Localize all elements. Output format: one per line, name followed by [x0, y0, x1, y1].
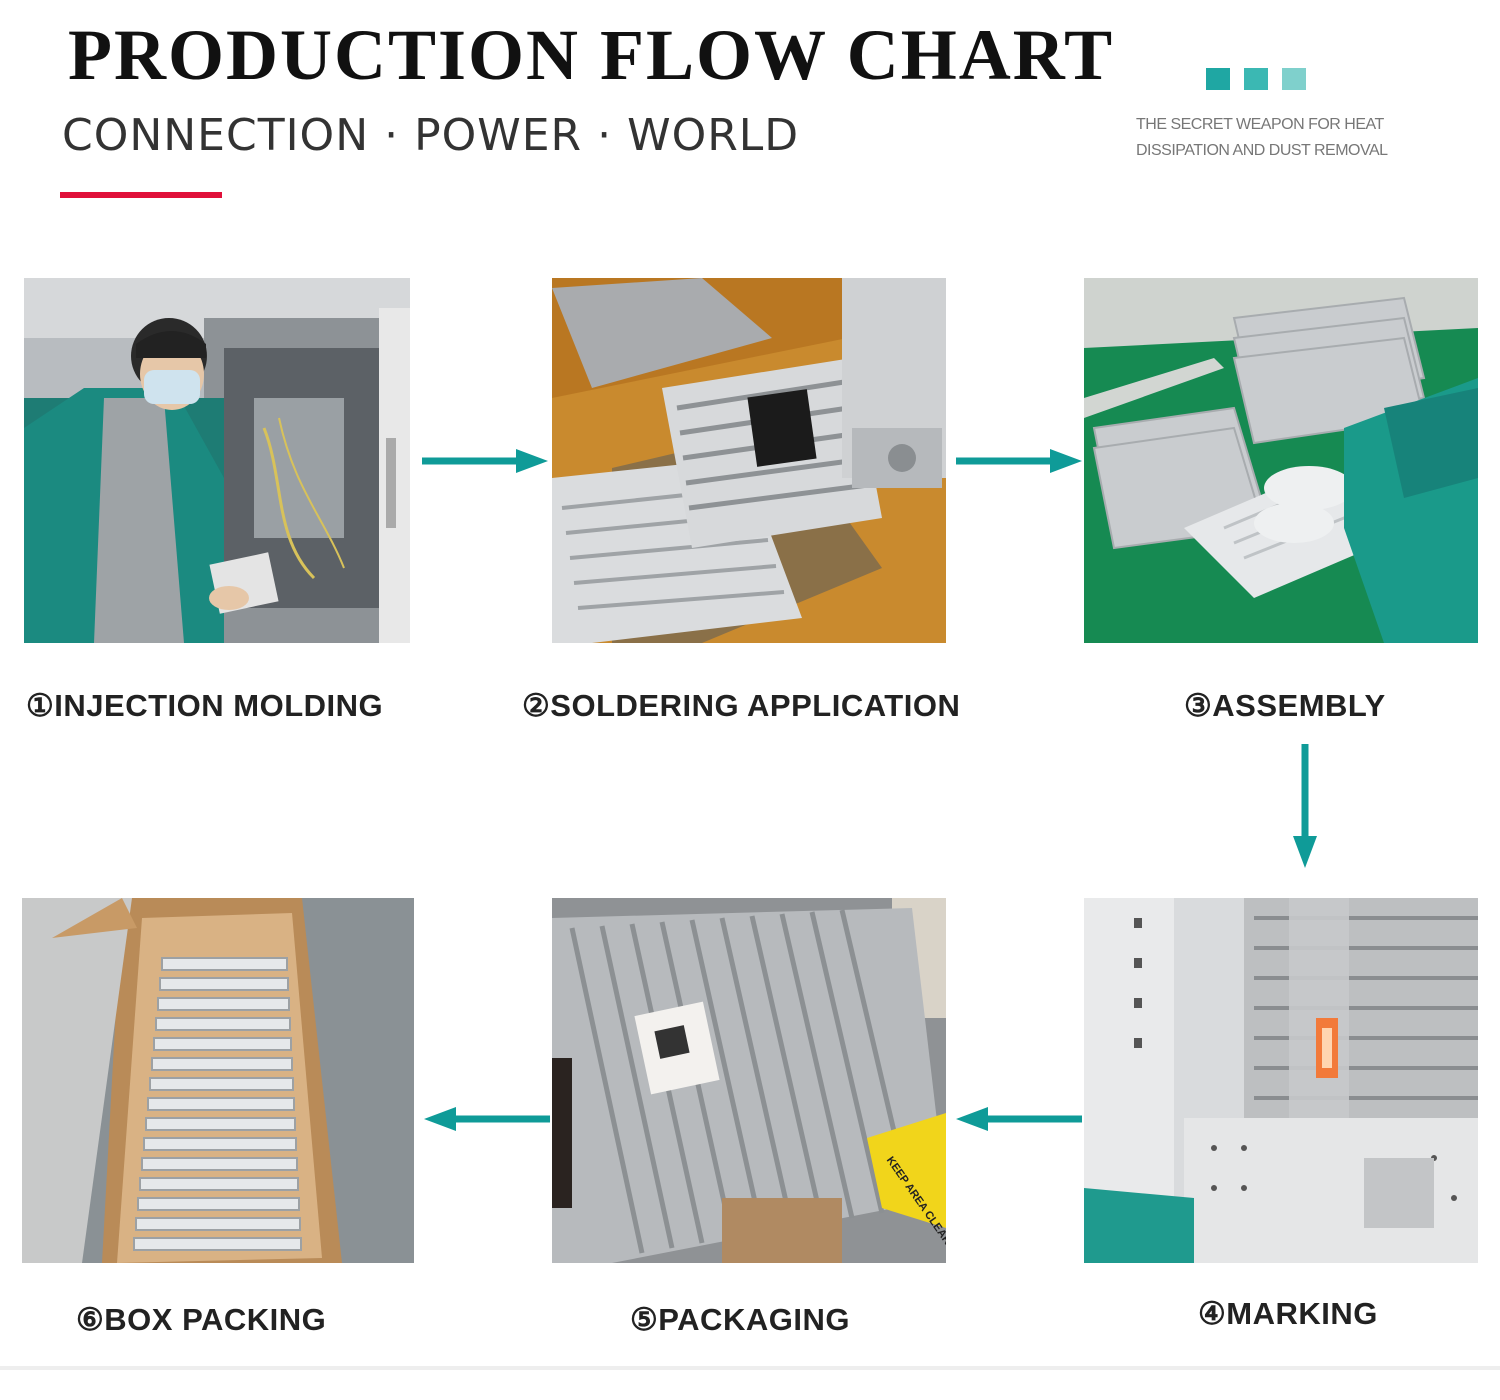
step-5-label: ⑤PACKAGING [630, 1302, 850, 1337]
step-1-label: ①INJECTION MOLDING [26, 688, 384, 723]
step-2-label: ②SOLDERING APPLICATION [522, 688, 961, 723]
decorative-squares [1206, 68, 1306, 90]
arrow-down-icon [1293, 744, 1317, 868]
square-icon [1282, 68, 1306, 90]
square-icon [1244, 68, 1268, 90]
bottom-divider [0, 1366, 1500, 1370]
step-3-label: ③ASSEMBLY [1184, 688, 1386, 723]
tagline-line-2: DISSIPATION AND DUST REMOVAL [1136, 142, 1388, 159]
step-6-photo [22, 898, 414, 1263]
square-icon [1206, 68, 1230, 90]
accent-divider [60, 192, 222, 198]
arrow-left-icon [424, 1107, 550, 1131]
arrow-right-icon [956, 449, 1082, 473]
step-4-label: ④MARKING [1198, 1296, 1378, 1331]
step-1-photo [24, 278, 410, 643]
step-4-photo [1084, 898, 1478, 1263]
step-2-photo [552, 278, 946, 643]
step-3-photo [1084, 278, 1478, 643]
page-title: PRODUCTION FLOW CHART [68, 15, 1115, 95]
arrow-right-icon [422, 449, 548, 473]
step-6-label: ⑥BOX PACKING [76, 1302, 327, 1337]
step-5-photo: KEEP AREA CLEAR [552, 898, 946, 1263]
page-subtitle: CONNECTION · POWER · WORLD [62, 110, 800, 161]
arrow-left-icon [956, 1107, 1082, 1131]
tagline-line-1: THE SECRET WEAPON FOR HEAT [1136, 116, 1384, 133]
tagline: THE SECRET WEAPON FOR HEAT DISSIPATION A… [1136, 112, 1416, 164]
